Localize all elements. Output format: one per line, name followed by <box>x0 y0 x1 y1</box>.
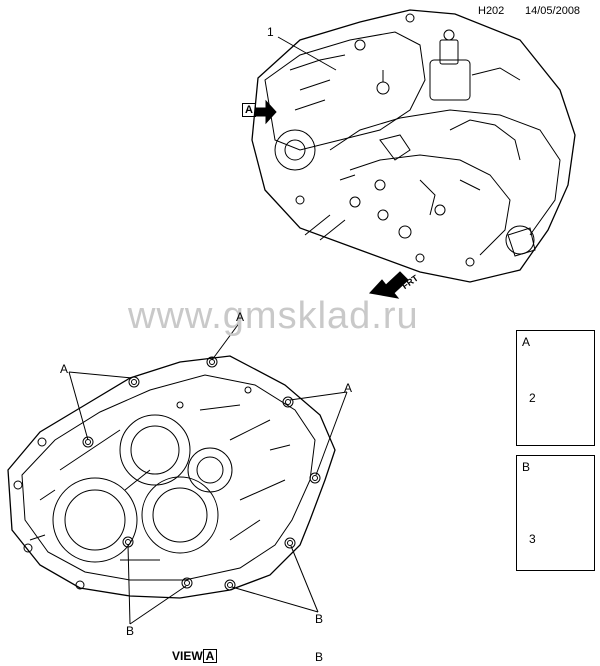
view-label-letter: A <box>202 649 218 663</box>
callout-a-left: A <box>60 362 69 376</box>
view-direction-arrow <box>255 99 277 125</box>
detail-box-a: A 2 <box>516 330 595 446</box>
diagram-date: 14/05/2008 <box>525 5 581 17</box>
callout-b-left: B <box>126 624 135 638</box>
callout-a-top: A <box>236 310 245 324</box>
transmission-assembly-drawing <box>251 9 576 283</box>
bolt-hole-b <box>122 536 296 591</box>
detail-box-a-letter: A <box>522 335 531 349</box>
housing-view-drawing <box>7 355 336 599</box>
view-arrow-label: A <box>242 103 256 117</box>
detail-box-a-part: 2 <box>529 391 536 405</box>
callout-part-1: 1 <box>267 25 274 39</box>
detail-box-b-part: 3 <box>529 532 536 546</box>
watermark: www.gmsklad.ru <box>128 295 419 337</box>
detail-box-b-letter: B <box>522 460 531 474</box>
view-arrow-letter: A <box>242 103 256 117</box>
callout-b-right: B <box>315 612 324 626</box>
frt-arrow <box>369 271 409 299</box>
detail-box-b: B 3 <box>516 455 595 571</box>
bolt-hole-a <box>82 356 321 484</box>
callout-a-right: A <box>344 381 353 395</box>
diagram-code: H202 <box>478 5 505 17</box>
callout-b-lower: B <box>315 650 324 664</box>
view-label-prefix: VIEW <box>172 649 203 663</box>
